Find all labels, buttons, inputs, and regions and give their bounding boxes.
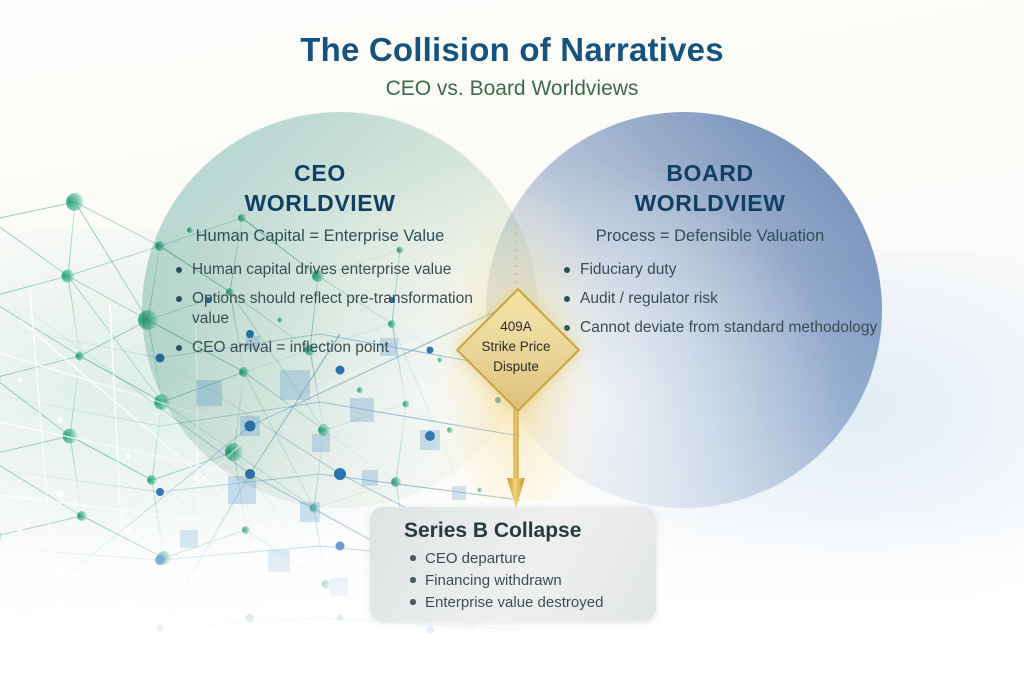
- diamond-line1: 409A: [500, 319, 532, 334]
- diamond-label: 409A Strike Price Dispute: [457, 317, 575, 377]
- ceo-heading: CEO WORLDVIEW: [150, 158, 490, 218]
- diamond-line2: Strike Price: [481, 339, 551, 354]
- downward-arrow-icon: [507, 398, 525, 508]
- outcome-title: Series B Collapse: [404, 519, 582, 542]
- list-item: Fiduciary duty: [562, 260, 880, 280]
- list-item: Human capital drives enterprise value: [174, 260, 490, 280]
- page-title: The Collision of Narratives: [300, 31, 724, 68]
- 409a-dispute-diamond: 409A Strike Price Dispute: [455, 287, 581, 413]
- board-heading-line1: BOARD: [666, 160, 754, 186]
- page-subtitle: CEO vs. Board Worldviews: [385, 77, 639, 100]
- ceo-worldview-content: CEO WORLDVIEW Human Capital = Enterprise…: [150, 158, 490, 367]
- list-item: Audit / regulator risk: [562, 289, 880, 309]
- list-item: Options should reflect pre-transformatio…: [174, 289, 490, 329]
- board-heading: BOARD WORLDVIEW: [540, 158, 880, 218]
- list-item: Enterprise value destroyed: [408, 593, 656, 612]
- list-item: Cannot deviate from standard methodology: [562, 318, 880, 338]
- ceo-subheading: Human Capital = Enterprise Value: [195, 227, 445, 245]
- header: The Collision of Narratives CEO vs. Boar…: [0, 30, 1024, 104]
- board-worldview-content: BOARD WORLDVIEW Process = Defensible Val…: [540, 158, 880, 347]
- board-subheading: Process = Defensible Valuation: [595, 227, 825, 245]
- diamond-line3: Dispute: [493, 359, 539, 374]
- list-item: Financing withdrawn: [408, 571, 656, 590]
- list-item: CEO departure: [408, 549, 656, 568]
- series-b-collapse-box: Series B Collapse CEO departure Financin…: [370, 507, 656, 621]
- ceo-bullet-list: Human capital drives enterprise value Op…: [174, 260, 490, 358]
- ceo-heading-line1: CEO: [294, 160, 346, 186]
- outcome-bullet-list: CEO departure Financing withdrawn Enterp…: [408, 549, 656, 612]
- list-item: CEO arrival = inflection point: [174, 338, 490, 358]
- ceo-heading-line2: WORLDVIEW: [244, 190, 396, 216]
- board-bullet-list: Fiduciary duty Audit / regulator risk Ca…: [562, 260, 880, 338]
- board-heading-line2: WORLDVIEW: [634, 190, 786, 216]
